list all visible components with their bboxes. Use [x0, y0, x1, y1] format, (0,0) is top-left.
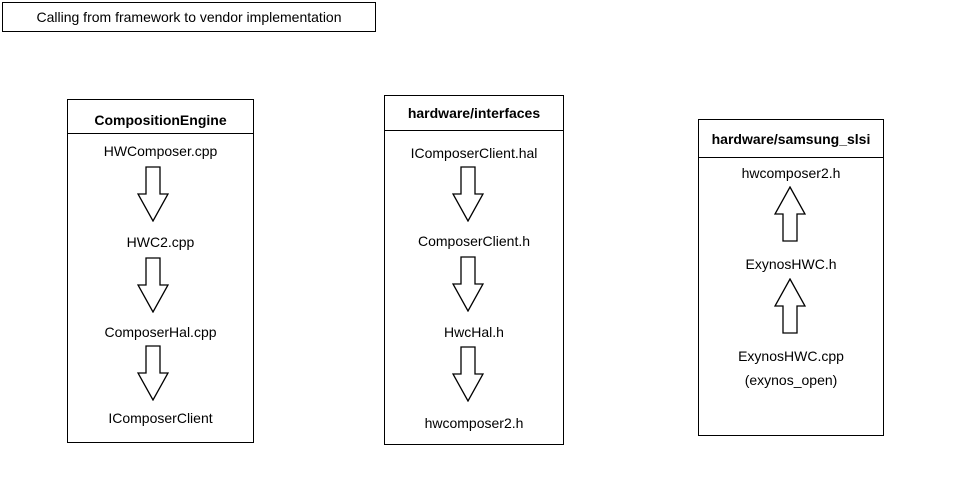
- up-arrow-icon: [774, 278, 806, 334]
- down-arrow-icon: [137, 345, 169, 401]
- node-icomposerclient-hal: IComposerClient.hal: [410, 145, 538, 161]
- column-composition-engine: CompositionEngine HWComposer.cpp HWC2.cp…: [67, 99, 254, 443]
- node-exynos-open: (exynos_open): [744, 372, 838, 388]
- column-header: CompositionEngine: [68, 100, 253, 134]
- column-header: hardware/interfaces: [385, 96, 563, 131]
- node-hwchal-h: HwcHal.h: [444, 324, 504, 340]
- column-hardware-interfaces: hardware/interfaces IComposerClient.hal …: [384, 95, 564, 445]
- down-arrow-icon: [137, 166, 169, 222]
- down-arrow-icon: [452, 166, 484, 222]
- diagram-title: Calling from framework to vendor impleme…: [2, 2, 376, 32]
- column-header: hardware/samsung_slsi: [699, 120, 883, 158]
- down-arrow-icon: [452, 346, 484, 402]
- node-icomposerclient: IComposerClient: [108, 410, 213, 426]
- node-hwcomposer-cpp: HWComposer.cpp: [103, 143, 218, 159]
- node-hwcomposer2-h: hwcomposer2.h: [741, 165, 841, 181]
- down-arrow-icon: [137, 257, 169, 313]
- node-hwc2-cpp: HWC2.cpp: [126, 234, 195, 250]
- up-arrow-icon: [774, 186, 806, 242]
- node-composerclient-h: ComposerClient.h: [417, 233, 531, 249]
- node-exynoshwc-h: ExynosHWC.h: [745, 256, 837, 272]
- down-arrow-icon: [452, 256, 484, 312]
- node-exynoshwc-cpp: ExynosHWC.cpp: [738, 348, 844, 364]
- column-hardware-samsung-slsi: hardware/samsung_slsi hwcomposer2.h Exyn…: [698, 119, 884, 436]
- node-composerhal-cpp: ComposerHal.cpp: [104, 324, 217, 340]
- node-hwcomposer2-h: hwcomposer2.h: [424, 415, 524, 431]
